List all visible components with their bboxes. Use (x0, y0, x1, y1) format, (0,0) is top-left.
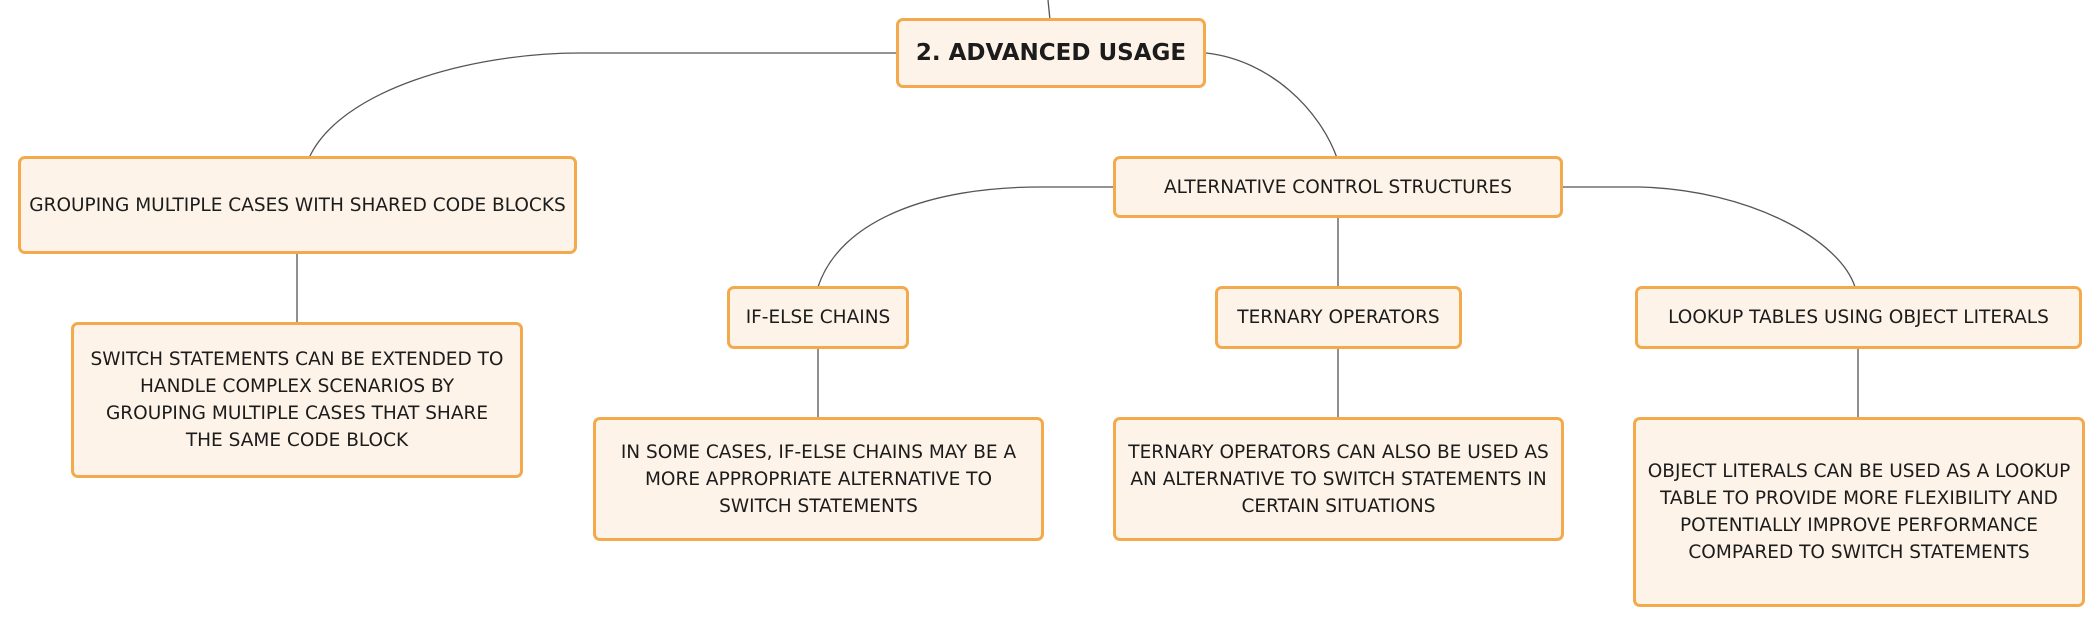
grouping-node[interactable]: GROUPING MULTIPLE CASES WITH SHARED CODE… (18, 156, 577, 254)
connector-alternatives-ifelse (817, 186, 1114, 288)
grouping-node-label: GROUPING MULTIPLE CASES WITH SHARED CODE… (29, 194, 566, 216)
root-node[interactable]: 2. ADVANCED USAGE (896, 18, 1206, 88)
ifelse-node-label: IF-ELSE CHAINS (745, 307, 891, 328)
ifelse-detail-text: IN SOME CASES, IF-ELSE CHAINS MAY BE A M… (620, 441, 1017, 517)
ifelse-detail-node[interactable]: IN SOME CASES, IF-ELSE CHAINS MAY BE A M… (593, 417, 1044, 541)
grouping-detail-text: SWITCH STATEMENTS CAN BE EXTENDED TO HAN… (90, 349, 504, 451)
connector-root-parent (1047, 0, 1051, 21)
alternatives-node-label: ALTERNATIVE CONTROL STRUCTURES (1163, 176, 1512, 198)
ternary-node[interactable]: TERNARY OPERATORS (1215, 286, 1462, 349)
ternary-detail-text: TERNARY OPERATORS CAN ALSO BE USED AS AN… (1128, 441, 1549, 517)
grouping-detail-node[interactable]: SWITCH STATEMENTS CAN BE EXTENDED TO HAN… (71, 322, 523, 478)
connector-root-grouping (308, 52, 898, 159)
connector-alternatives-lookup (1561, 186, 1856, 288)
alternatives-node[interactable]: ALTERNATIVE CONTROL STRUCTURES (1113, 156, 1563, 218)
lookup-detail-node[interactable]: OBJECT LITERALS CAN BE USED AS A LOOKUP … (1633, 417, 2085, 607)
lookup-node-label: LOOKUP TABLES USING OBJECT LITERALS (1668, 307, 2049, 328)
ternary-node-label: TERNARY OPERATORS (1237, 307, 1440, 328)
connector-root-alternatives (1205, 52, 1338, 159)
ifelse-node[interactable]: IF-ELSE CHAINS (727, 286, 909, 349)
root-node-label: 2. ADVANCED USAGE (915, 39, 1187, 66)
lookup-node[interactable]: LOOKUP TABLES USING OBJECT LITERALS (1635, 286, 2082, 349)
lookup-detail-text: OBJECT LITERALS CAN BE USED AS A LOOKUP … (1647, 461, 2071, 563)
ternary-detail-node[interactable]: TERNARY OPERATORS CAN ALSO BE USED AS AN… (1113, 417, 1564, 541)
